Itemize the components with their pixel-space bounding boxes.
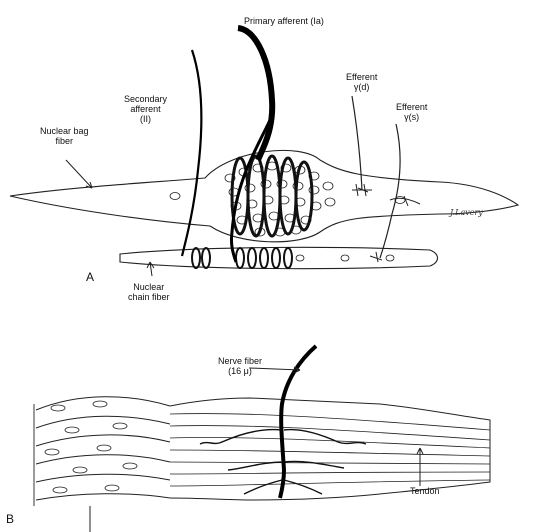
- secondary-afferent-label: Secondary afferent (II): [124, 94, 167, 124]
- panel-a-spindle: [10, 28, 518, 276]
- secondary-afferent-line2: afferent: [124, 104, 167, 114]
- efferent-gamma-s-nerve: [380, 124, 400, 258]
- efferent-gamma-s-ending: [370, 196, 420, 262]
- nerve-fiber-line2: (16 μ): [218, 366, 262, 376]
- primary-afferent-label: Primary afferent (Ia): [244, 16, 324, 26]
- efferent-gamma-d-line1: Efferent: [346, 72, 377, 82]
- muscle-fibers: [34, 397, 170, 506]
- nuclear-chain-line2: chain fiber: [128, 292, 170, 302]
- nuclear-bag-line1: Nuclear bag: [40, 126, 89, 136]
- nuclear-bag-pointer: [66, 160, 92, 188]
- efferent-gamma-d-line2: γ(d): [346, 82, 377, 92]
- secondary-afferent-line3: (II): [124, 114, 167, 124]
- primary-afferent-text: Primary afferent (Ia): [244, 16, 324, 26]
- efferent-gamma-d-label: Efferent γ(d): [346, 72, 377, 92]
- nuclei-cluster: [170, 162, 405, 261]
- collagen-strands: [170, 414, 490, 486]
- primary-afferent-nerve: [238, 28, 272, 160]
- nuclear-bag-label: Nuclear bag fiber: [40, 126, 89, 146]
- panel-b-label: B: [6, 512, 14, 526]
- nuclear-chain-line1: Nuclear: [128, 282, 170, 292]
- muscle-nuclei: [45, 401, 137, 493]
- nerve-fiber-line1: Nerve fiber: [218, 356, 262, 366]
- chain-coils: [192, 248, 292, 268]
- nerve-fiber-label: Nerve fiber (16 μ): [218, 356, 262, 376]
- efferent-gamma-s-line2: γ(s): [396, 112, 427, 122]
- efferent-gamma-s-label: Efferent γ(s): [396, 102, 427, 122]
- efferent-gamma-s-line1: Efferent: [396, 102, 427, 112]
- nuclear-chain-label: Nuclear chain fiber: [128, 282, 170, 302]
- secondary-afferent-line1: Secondary: [124, 94, 167, 104]
- tendon-label: Tendon: [410, 486, 440, 496]
- artist-signature: J.Lavery: [450, 208, 483, 217]
- efferent-gamma-d-nerve: [352, 96, 362, 190]
- annulospiral-ending: [232, 156, 312, 236]
- panel-a-label: A: [86, 270, 94, 284]
- nuclear-bag-line2: fiber: [40, 136, 89, 146]
